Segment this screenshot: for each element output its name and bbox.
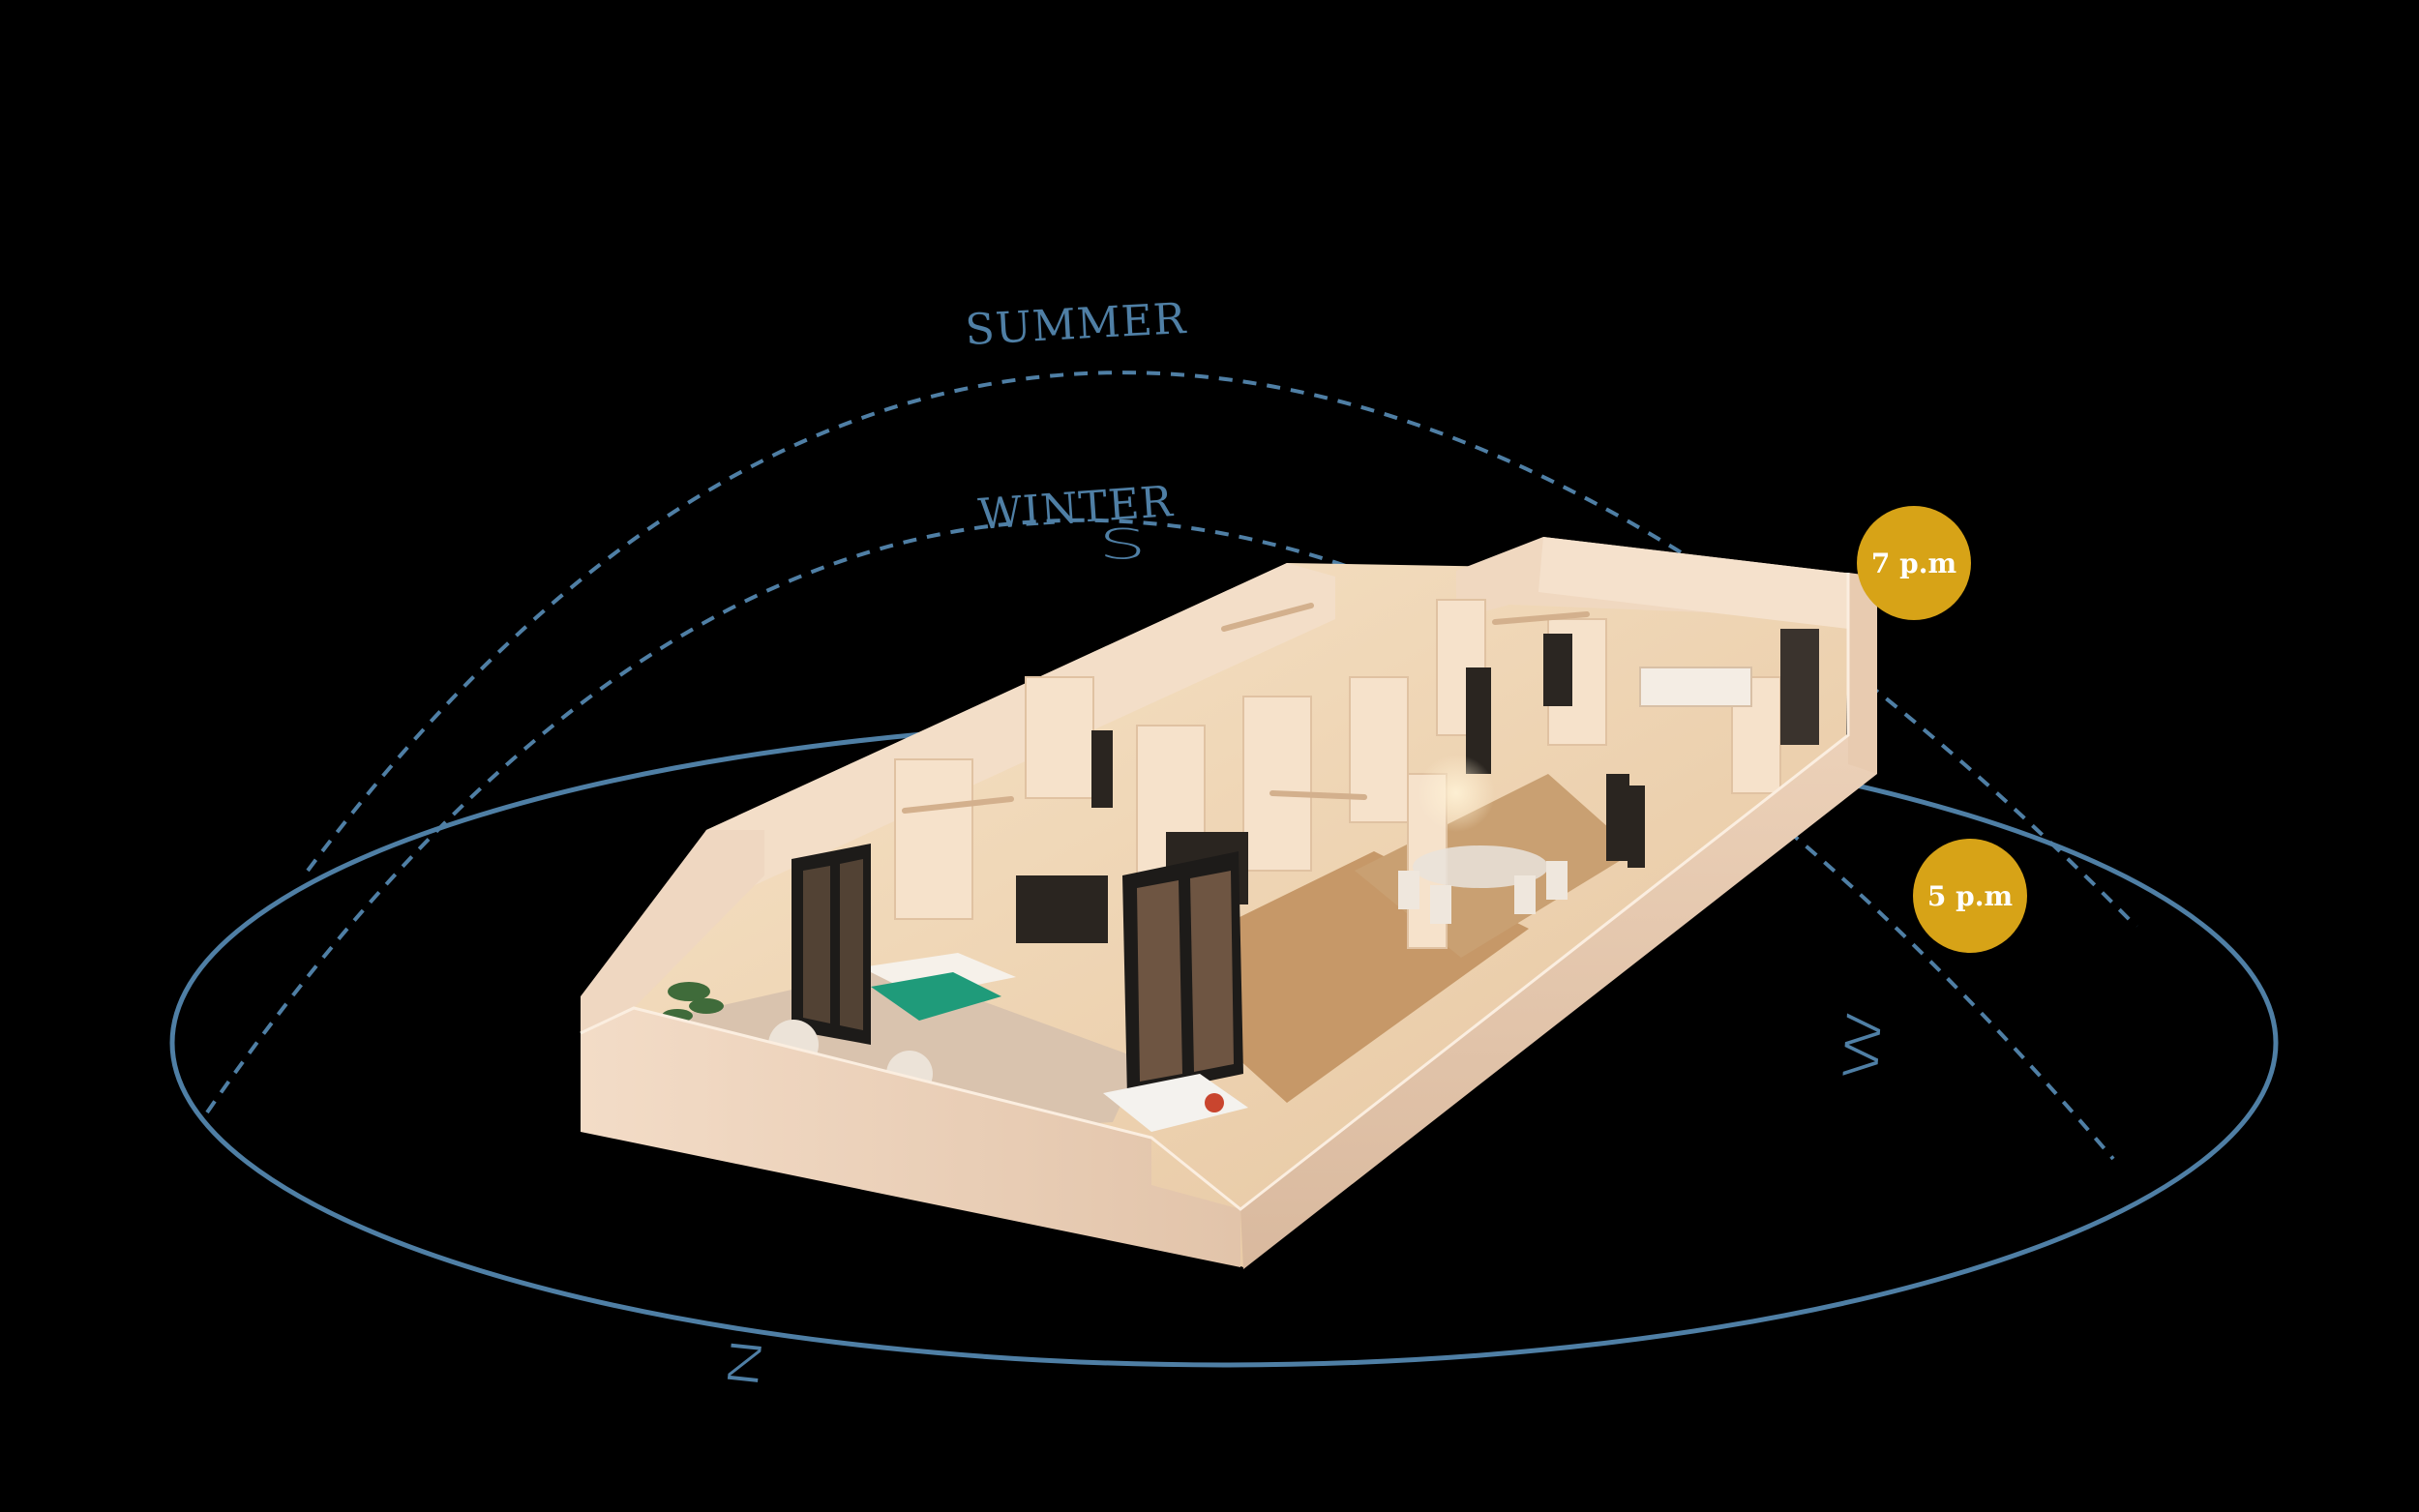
sliding-door-right: [1122, 851, 1243, 1098]
wall-top-edge: [580, 573, 1850, 1211]
kitchen-counter: [1639, 667, 1752, 707]
compass-west: W: [1834, 1006, 1893, 1084]
sliding-door-left: [791, 844, 871, 1045]
terrace-table: [1103, 1074, 1248, 1132]
front-low-wall: [581, 1008, 1240, 1267]
back-wall: [706, 563, 1335, 885]
time-marker-5pm: 5 p.m: [1913, 839, 2027, 953]
time-marker-5pm-label: 5 p.m: [1927, 880, 2013, 912]
right-end-side: [1848, 573, 1877, 774]
front-right-wall: [1240, 619, 1877, 1269]
apartment-3d-model: [580, 537, 1877, 1269]
kitchen-tall-unit: [1780, 629, 1819, 745]
left-end-wall: [581, 830, 764, 1033]
time-marker-7pm-circle: [1857, 506, 1971, 620]
ceiling-fans: [902, 603, 1590, 814]
time-marker-5pm-circle: [1913, 839, 2027, 953]
time-marker-7pm: 7 p.m: [1857, 506, 1971, 620]
dining-chairs: [1398, 861, 1568, 924]
fruit-bowl: [1205, 1093, 1224, 1112]
time-marker-7pm-label: 7 p.m: [1871, 548, 1956, 579]
terrace-floor: [634, 967, 1142, 1137]
bed-throw: [871, 972, 1001, 1021]
terrace-plant: [662, 982, 724, 1023]
compass-north: N: [719, 1331, 773, 1392]
kitchen-fridge: [1543, 634, 1572, 706]
right-end-wall: [1538, 537, 1877, 629]
summer-label: SUMMER: [964, 294, 1188, 355]
pendant-lamp-glow: [1418, 755, 1495, 832]
compass-south: S: [1098, 520, 1147, 569]
partition-walls: [894, 599, 1781, 949]
